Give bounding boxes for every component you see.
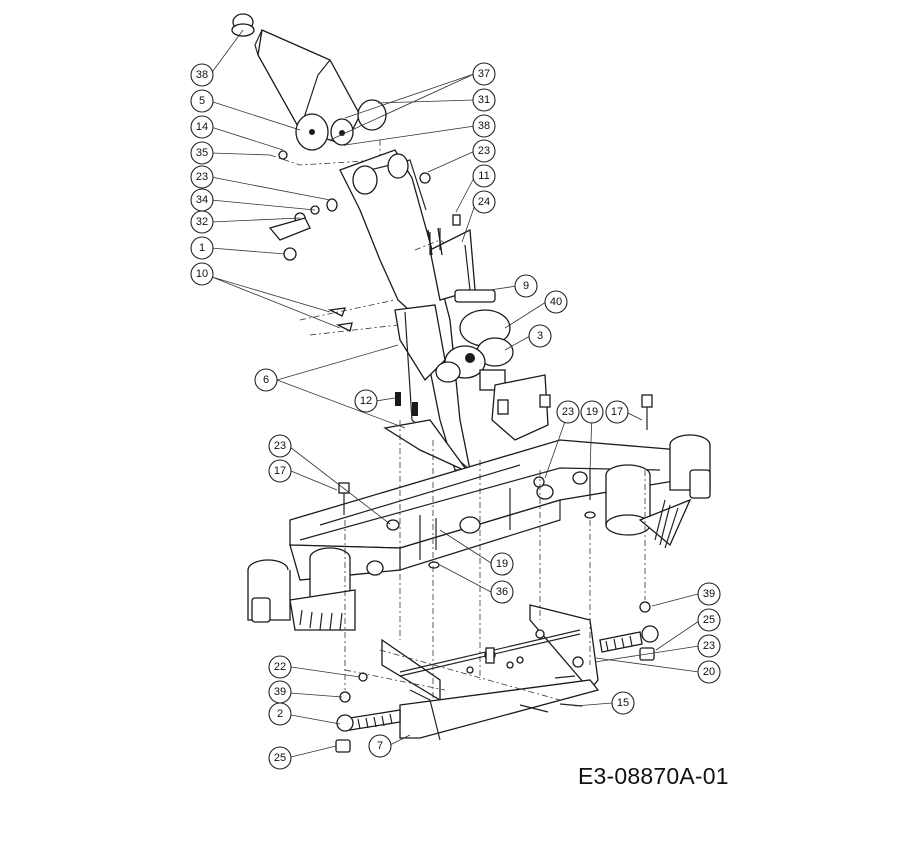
callout-19-bottom: 19 xyxy=(490,552,514,576)
svg-text:23: 23 xyxy=(274,440,286,452)
callout-23-left: 23 xyxy=(190,165,214,189)
svg-text:12: 12 xyxy=(360,395,372,407)
callout-5: 5 xyxy=(190,89,214,113)
callout-11: 11 xyxy=(472,164,496,188)
svg-text:25: 25 xyxy=(703,614,715,626)
callout-23-frame: 23 xyxy=(268,434,292,458)
svg-text:17: 17 xyxy=(274,465,286,477)
callout-39-right: 39 xyxy=(697,582,721,606)
svg-text:5: 5 xyxy=(199,95,205,107)
callout-31: 31 xyxy=(472,88,496,112)
svg-text:25: 25 xyxy=(274,752,286,764)
callout-39-left: 39 xyxy=(268,680,292,704)
callout-17-left: 17 xyxy=(268,459,292,483)
svg-text:19: 19 xyxy=(496,558,508,570)
svg-text:7: 7 xyxy=(377,740,383,752)
svg-text:23: 23 xyxy=(703,640,715,652)
callout-22: 22 xyxy=(268,655,292,679)
svg-text:17: 17 xyxy=(611,406,623,418)
callout-36: 36 xyxy=(490,580,514,604)
svg-text:32: 32 xyxy=(196,216,208,228)
callout-10: 10 xyxy=(190,262,214,286)
svg-text:23: 23 xyxy=(478,145,490,157)
svg-text:10: 10 xyxy=(196,268,208,280)
svg-text:9: 9 xyxy=(523,280,529,292)
steering-gearbox xyxy=(429,228,551,441)
svg-text:39: 39 xyxy=(274,686,286,698)
right-spindle xyxy=(605,434,711,549)
svg-text:19: 19 xyxy=(586,406,598,418)
column-housing xyxy=(339,149,471,474)
callout-15: 15 xyxy=(611,691,635,715)
svg-text:15: 15 xyxy=(617,697,629,709)
callout-6: 6 xyxy=(254,368,278,392)
left-spindle xyxy=(247,547,356,631)
svg-text:3: 3 xyxy=(537,330,543,342)
leader-lines xyxy=(209,29,700,758)
svg-text:38: 38 xyxy=(478,120,490,132)
svg-text:40: 40 xyxy=(550,296,562,308)
svg-text:14: 14 xyxy=(196,121,208,133)
svg-text:20: 20 xyxy=(703,666,715,678)
callout-37: 37 xyxy=(472,62,496,86)
callout-1: 1 xyxy=(190,236,214,260)
callout-23-lower-right: 23 xyxy=(697,634,721,658)
svg-text:22: 22 xyxy=(274,661,286,673)
svg-text:35: 35 xyxy=(196,147,208,159)
svg-text:39: 39 xyxy=(703,588,715,600)
svg-text:2: 2 xyxy=(277,708,283,720)
svg-text:23: 23 xyxy=(562,406,574,418)
alignment-lines xyxy=(299,299,646,701)
svg-text:38: 38 xyxy=(196,69,208,81)
steering-console xyxy=(231,13,387,166)
svg-text:11: 11 xyxy=(478,170,489,182)
svg-text:34: 34 xyxy=(196,194,208,206)
svg-text:37: 37 xyxy=(478,68,490,80)
callout-2: 2 xyxy=(268,702,292,726)
callout-23-mid: 23 xyxy=(556,400,580,424)
callout-40: 40 xyxy=(544,290,568,314)
svg-text:31: 31 xyxy=(478,94,490,106)
tie-rods xyxy=(335,601,659,753)
callout-24: 24 xyxy=(472,190,496,214)
callout-14: 14 xyxy=(190,115,214,139)
svg-text:23: 23 xyxy=(196,171,208,183)
callout-12: 12 xyxy=(354,389,378,413)
svg-text:36: 36 xyxy=(496,586,508,598)
svg-text:24: 24 xyxy=(478,196,490,208)
callout-32: 32 xyxy=(190,210,214,234)
steering-linkage xyxy=(381,604,600,741)
callout-25-left: 25 xyxy=(268,746,292,770)
svg-text:1: 1 xyxy=(199,242,205,254)
callout-7: 7 xyxy=(368,734,392,758)
callout-bubbles: 38 5 14 35 23 34 32 1 10 37 31 38 23 11 … xyxy=(190,62,721,770)
callout-20: 20 xyxy=(697,660,721,684)
callout-25-right: 25 xyxy=(697,608,721,632)
callout-9: 9 xyxy=(514,274,538,298)
callout-38-right: 38 xyxy=(472,114,496,138)
callout-34: 34 xyxy=(190,188,214,212)
drawing-number: E3-08870A-01 xyxy=(578,763,729,789)
callout-35: 35 xyxy=(190,141,214,165)
callout-38-top: 38 xyxy=(190,63,214,87)
svg-text:6: 6 xyxy=(263,374,269,386)
callout-3: 3 xyxy=(528,324,552,348)
callout-19-top: 19 xyxy=(580,400,604,424)
callout-17-right: 17 xyxy=(605,400,629,424)
callout-23-upper-right: 23 xyxy=(472,139,496,163)
